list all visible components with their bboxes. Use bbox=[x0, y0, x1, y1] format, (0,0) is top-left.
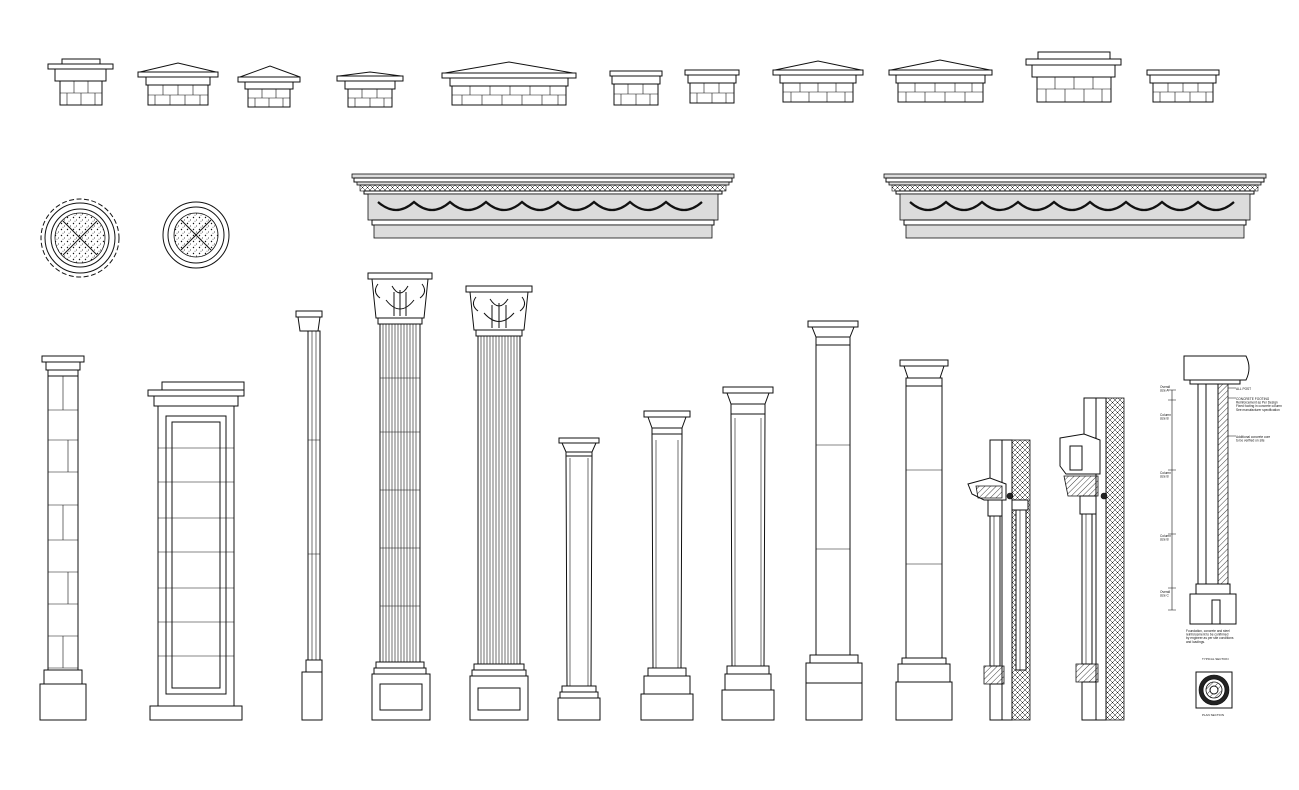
typical-section-label: TYPICAL SECTION bbox=[1202, 657, 1229, 661]
tuscan-column-tall bbox=[721, 386, 775, 721]
rusticated-pilaster bbox=[39, 355, 87, 721]
cap-1 bbox=[47, 58, 114, 106]
cap-5 bbox=[441, 61, 577, 106]
cap-3 bbox=[237, 65, 301, 108]
round-plan-plain bbox=[162, 201, 230, 269]
entablature-left bbox=[351, 173, 735, 239]
plan-section-label: PLAN SECTION bbox=[1202, 713, 1224, 717]
cap-9 bbox=[888, 59, 993, 103]
cap-8 bbox=[772, 60, 864, 103]
cap-10 bbox=[1025, 51, 1122, 103]
cap-4 bbox=[336, 71, 404, 108]
paneled-pier bbox=[147, 381, 245, 721]
square-pier-medium bbox=[895, 359, 953, 721]
cap-2 bbox=[137, 62, 219, 106]
cap-7 bbox=[684, 69, 740, 104]
tuscan-column-medium bbox=[640, 410, 694, 721]
corinthian-column-2 bbox=[465, 285, 533, 721]
note-right-1: ALL POST bbox=[1236, 387, 1251, 391]
wall-section-1 bbox=[967, 439, 1031, 721]
square-pier-tall bbox=[805, 320, 863, 721]
plan-section: PLAN SECTION bbox=[1195, 671, 1233, 717]
round-plan-fluted bbox=[40, 198, 120, 278]
corinthian-column-1 bbox=[367, 272, 433, 721]
wall-section-2 bbox=[1059, 397, 1125, 721]
cap-11 bbox=[1146, 69, 1220, 103]
slender-pilaster bbox=[295, 310, 323, 721]
entablature-right bbox=[883, 173, 1267, 239]
tuscan-column-small bbox=[557, 437, 601, 721]
cap-6 bbox=[609, 70, 663, 106]
caps-row bbox=[47, 51, 1220, 108]
